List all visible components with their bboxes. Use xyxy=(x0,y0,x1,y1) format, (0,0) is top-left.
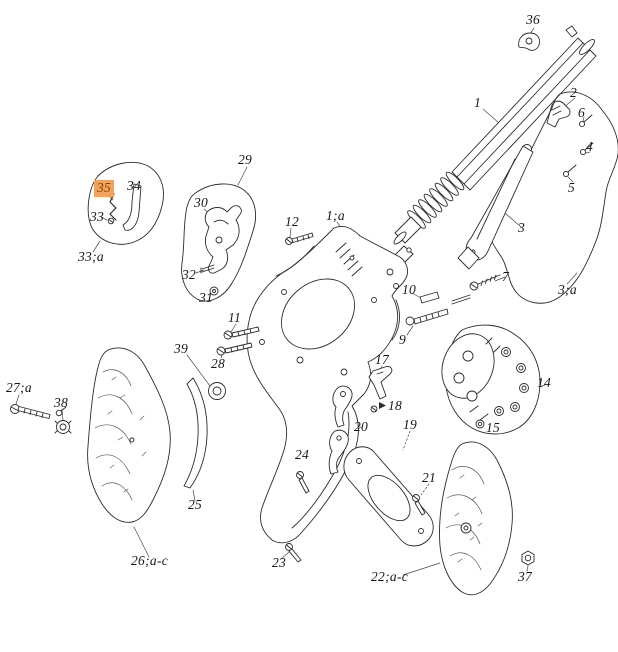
part-label-22ac[interactable]: 22;a-c xyxy=(371,569,409,584)
pin-10 xyxy=(419,291,440,304)
part-label-37[interactable]: 37 xyxy=(518,569,533,584)
part-label-7[interactable]: 7 xyxy=(502,269,510,284)
part-label-34[interactable]: 34 xyxy=(127,178,142,193)
part-label-17[interactable]: 17 xyxy=(375,352,390,367)
part-label-1a[interactable]: 1;a xyxy=(326,208,345,223)
part-label-2[interactable]: 2 xyxy=(570,85,578,100)
hand-group-outline xyxy=(87,162,164,245)
screw-33 xyxy=(107,217,115,225)
part-label-4[interactable]: 4 xyxy=(586,139,594,154)
part-label-14[interactable]: 14 xyxy=(537,375,552,390)
part-label-10[interactable]: 10 xyxy=(402,282,417,297)
washer-31 xyxy=(209,286,219,296)
cylinder xyxy=(441,324,541,435)
part-label-6[interactable]: 6 xyxy=(578,105,586,120)
trigger-upper xyxy=(332,385,353,428)
trigger-lower xyxy=(328,429,349,475)
barrel xyxy=(393,25,597,245)
part-label-35-highlighted[interactable]: 35 xyxy=(94,180,115,197)
barrel-threads xyxy=(407,171,465,229)
grip-panel-left xyxy=(87,347,171,523)
arrow-marker-18 xyxy=(379,402,386,409)
part-label-33[interactable]: 33 xyxy=(90,209,105,224)
grip-panel-right xyxy=(439,441,513,596)
screw-28 xyxy=(216,342,253,356)
part-label-39[interactable]: 39 xyxy=(174,341,189,356)
part-label-3[interactable]: 3 xyxy=(518,220,526,235)
sear-spring-17 xyxy=(368,366,393,400)
screw-21 xyxy=(412,494,426,516)
hammer-group-outline xyxy=(181,183,257,302)
part-label-29[interactable]: 29 xyxy=(238,152,253,167)
screw-12 xyxy=(285,232,314,245)
pin-6 xyxy=(578,114,593,128)
part-label-38[interactable]: 38 xyxy=(54,395,69,410)
screw-11 xyxy=(223,326,260,340)
part-label-12[interactable]: 12 xyxy=(285,214,300,229)
part-label-11[interactable]: 11 xyxy=(228,310,242,325)
part-label-24[interactable]: 24 xyxy=(295,447,310,462)
part-label-21[interactable]: 21 xyxy=(422,470,437,485)
part-label-30[interactable]: 30 xyxy=(194,195,209,210)
pin-32 xyxy=(200,264,215,274)
hammer xyxy=(204,205,242,274)
part-label-28[interactable]: 28 xyxy=(211,356,226,371)
nipple-15 xyxy=(475,419,485,429)
part-label-18[interactable]: 18 xyxy=(388,398,403,413)
pin-5 xyxy=(562,164,577,178)
bolt-9 xyxy=(405,308,449,326)
screw-7 xyxy=(469,274,501,291)
screw-18 xyxy=(370,402,386,413)
part-label-36[interactable]: 36 xyxy=(526,12,541,27)
escutcheon-nut-38 xyxy=(54,406,72,434)
part-label-23[interactable]: 23 xyxy=(272,555,287,570)
grip-screw-27a xyxy=(10,404,51,419)
pin-4 xyxy=(579,142,594,156)
part-label-31[interactable]: 31 xyxy=(199,290,214,305)
loading-lever xyxy=(457,144,534,270)
part-label-5[interactable]: 5 xyxy=(568,180,576,195)
front-sight xyxy=(518,32,540,51)
part-label-15[interactable]: 15 xyxy=(486,420,501,435)
part-label-9[interactable]: 9 xyxy=(399,332,407,347)
screw-24 xyxy=(296,471,310,494)
part-label-33a[interactable]: 33;a xyxy=(78,249,104,264)
screw-23 xyxy=(285,543,302,563)
part-label-19[interactable]: 19 xyxy=(403,417,418,432)
part-label-27a[interactable]: 27;a xyxy=(6,380,32,395)
washer-39 xyxy=(208,382,226,400)
hand-34 xyxy=(122,183,142,231)
pin-8 xyxy=(451,294,471,305)
part-label-3a[interactable]: 3;a xyxy=(558,282,577,297)
part-label-25[interactable]: 25 xyxy=(188,497,203,512)
rear-sight-piece xyxy=(546,100,571,128)
trigger-guard xyxy=(343,446,434,547)
mainspring xyxy=(183,377,208,489)
part-label-1[interactable]: 1 xyxy=(474,95,482,110)
part-label-32[interactable]: 32 xyxy=(182,267,197,282)
hand-spring-35 xyxy=(109,193,117,221)
part-label-26ac[interactable]: 26;a-c xyxy=(131,553,169,568)
nut-37 xyxy=(521,550,535,566)
part-label-20[interactable]: 20 xyxy=(354,419,369,434)
frame xyxy=(246,225,409,544)
